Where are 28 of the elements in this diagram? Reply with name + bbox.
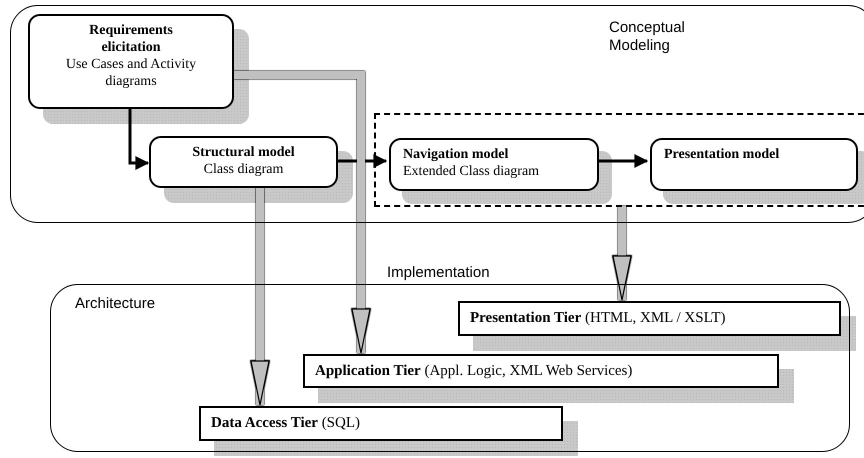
group-frame <box>10 5 864 223</box>
box-subtitle: Use Cases and Activity diagrams <box>64 56 198 90</box>
box-title: Navigation model <box>403 146 510 163</box>
tier-box <box>199 406 563 441</box>
process-box <box>650 138 858 191</box>
group-title: Architecture <box>75 295 156 313</box>
box-title: Structural model <box>191 144 296 161</box>
arrow <box>128 108 149 170</box>
arrow <box>337 154 387 168</box>
tier-label: Application Tier (Appl. Logic, XML Web Services) <box>315 363 632 379</box>
tier-label: Data Access Tier (SQL) <box>211 415 360 431</box>
process-box <box>149 136 338 188</box>
box-title: Presentation model <box>664 146 780 163</box>
wide-arrow <box>250 187 270 406</box>
box-subtitle: Extended Class diagram <box>403 163 540 180</box>
process-box <box>28 14 234 109</box>
section-label: Implementation <box>387 264 490 281</box>
tier-box <box>458 301 841 336</box>
box-title: Requirements elicitation <box>88 22 174 56</box>
box-subtitle: Class diagram <box>202 161 284 178</box>
wide-arrow <box>612 206 632 301</box>
dashed-frame <box>374 113 864 207</box>
tier-label: Presentation Tier (HTML, XML / XSLT) <box>470 310 726 326</box>
wide-arrow <box>233 71 371 354</box>
group-title: Conceptual Modeling <box>609 19 686 55</box>
process-box <box>389 138 599 191</box>
group-frame <box>50 284 850 452</box>
tier-box <box>303 354 779 388</box>
